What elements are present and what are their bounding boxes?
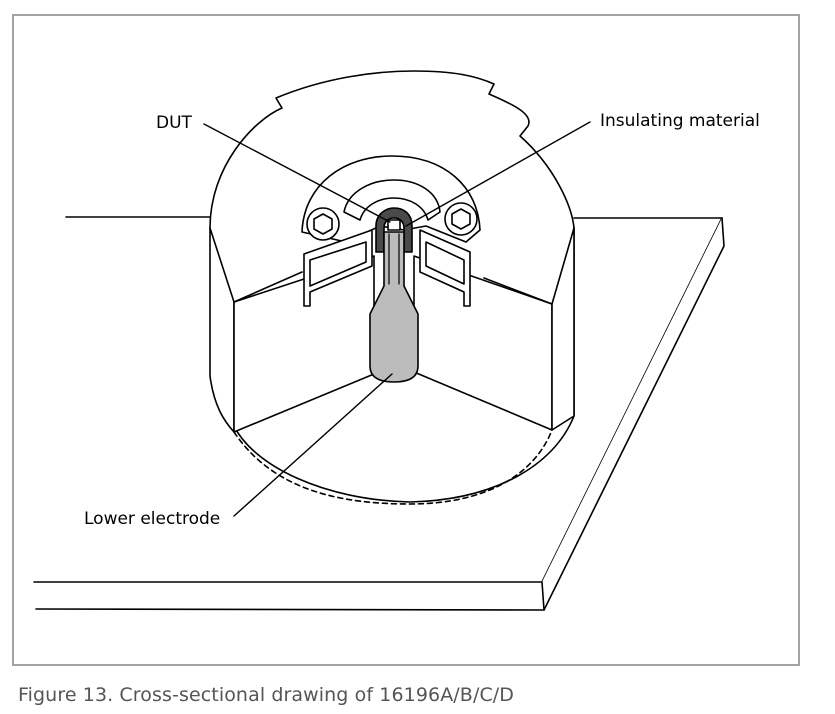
figure-frame: DUT Insulating material Lower electrode xyxy=(12,14,800,666)
figure-caption: Figure 13. Cross-sectional drawing of 16… xyxy=(18,684,515,706)
label-insulating-material: Insulating material xyxy=(600,111,760,131)
leader-lines xyxy=(203,121,591,517)
lower-electrode xyxy=(369,231,419,383)
hidden-edge xyxy=(233,429,553,505)
guard-sections xyxy=(303,229,471,307)
inner-cap xyxy=(301,155,481,243)
hex-screw-right xyxy=(444,202,478,236)
label-dut: DUT xyxy=(156,113,193,133)
hex-screw-left xyxy=(306,207,340,241)
label-lower-electrode: Lower electrode xyxy=(84,509,220,529)
cross-section-diagram: DUT Insulating material Lower electrode xyxy=(33,70,760,611)
dut xyxy=(387,219,401,231)
